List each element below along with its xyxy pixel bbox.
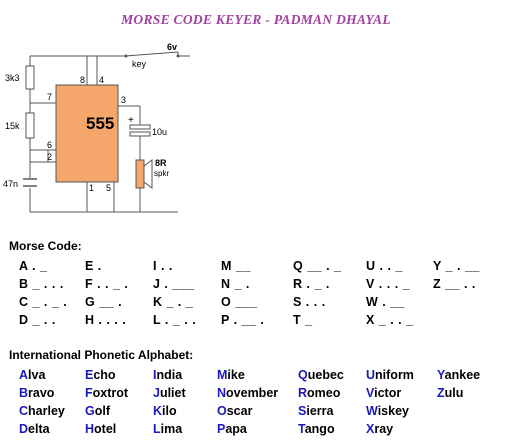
phonetic-word-papa: Papa <box>217 422 247 436</box>
morse-code-b: B _ . . . <box>19 277 64 291</box>
phonetic-word-bravo: Bravo <box>19 386 55 400</box>
morse-code-d: D _ . . <box>19 313 56 327</box>
pin-1-label: 1 <box>89 183 94 193</box>
morse-code-a: A . _ <box>19 259 48 273</box>
phonetic-word-sierra: Sierra <box>298 404 334 418</box>
key-contact <box>125 51 179 57</box>
key-terminal-a <box>124 54 128 58</box>
capacitor-10u-plate-a <box>129 124 151 130</box>
morse-code-t: T _ <box>293 313 313 327</box>
phonetic-word-romeo: Romeo <box>298 386 341 400</box>
phonetic-word-mike: Mike <box>217 368 245 382</box>
speaker-label: 8R <box>155 158 167 168</box>
pin-7-label: 7 <box>47 92 52 102</box>
phonetic-word-juliet: Juliet <box>153 386 186 400</box>
morse-code-j: J . ___ <box>153 277 195 291</box>
speaker-sub-label: spkr <box>154 169 169 178</box>
circuit-diagram: 555 8 4 7 3 6 2 1 5 3k3 15k 47n 10u + 8R… <box>3 42 190 213</box>
morse-code-k: K _ . _ <box>153 295 194 309</box>
supply-label: 6v <box>167 42 177 52</box>
c2-label: 10u <box>152 127 167 137</box>
speaker-cone <box>143 159 153 189</box>
phonetic-word-hotel: Hotel <box>85 422 117 436</box>
morse-code-v: V . . . _ <box>366 277 411 291</box>
morse-code-u: U . . _ <box>366 259 403 273</box>
morse-heading: Morse Code: <box>9 239 82 253</box>
phonetic-word-tango: Tango <box>298 422 335 436</box>
pin-6-label: 6 <box>47 140 52 150</box>
pin-2-label: 2 <box>47 152 52 162</box>
morse-code-z: Z __ . . <box>433 277 476 291</box>
phonetic-word-charley: Charley <box>19 404 65 418</box>
phonetic-word-alva: Alva <box>19 368 46 382</box>
resistor-3k3 <box>25 65 35 90</box>
key-terminal-b <box>176 54 180 58</box>
phonetic-word-golf: Golf <box>85 404 111 418</box>
morse-code-x: X _ . . _ <box>366 313 414 327</box>
c1-label: 47n <box>3 179 18 189</box>
speaker-body <box>135 159 145 189</box>
morse-code-y: Y _ . __ <box>433 259 480 273</box>
resistor-15k <box>25 112 35 139</box>
phonetic-word-victor: Victor <box>366 386 402 400</box>
page-title: MORSE CODE KEYER - PADMAN DHAYAL <box>121 12 391 27</box>
c2-plus-label: + <box>128 115 134 126</box>
phonetic-word-zulu: Zulu <box>437 386 464 400</box>
morse-code-m: M __ <box>221 259 251 273</box>
phonetic-word-quebec: Quebec <box>298 368 344 382</box>
morse-code-c: C _ . _ . <box>19 295 68 309</box>
pin-8-label: 8 <box>80 75 85 85</box>
morse-code-w: W . __ <box>366 295 406 309</box>
morse-code-o: O ___ <box>221 295 258 309</box>
phonetic-word-uniform: Uniform <box>366 368 414 382</box>
key-label: key <box>132 59 147 69</box>
morse-code-l: L . _ . . <box>153 313 197 327</box>
phonetic-heading: International Phonetic Alphabet: <box>9 348 194 362</box>
pin-5-label: 5 <box>106 183 111 193</box>
ic-555-body <box>55 84 119 183</box>
phonetic-word-xray: Xray <box>366 422 394 436</box>
phonetic-word-foxtrot: Foxtrot <box>85 386 129 400</box>
morse-code-q: Q __ . _ <box>293 259 342 273</box>
phonetic-word-wiskey: Wiskey <box>366 404 409 418</box>
phonetic-word-delta: Delta <box>19 422 50 436</box>
ic-label: 555 <box>86 114 114 133</box>
morse-code-h: H . . . . <box>85 313 127 327</box>
pin-3-label: 3 <box>121 95 126 105</box>
phonetic-word-lima: Lima <box>153 422 183 436</box>
morse-code-p: P . __ . <box>221 313 265 327</box>
morse-code-s: S . . . <box>293 295 326 309</box>
morse-code-g: G __ . <box>85 295 123 309</box>
phonetic-word-kilo: Kilo <box>153 404 177 418</box>
phonetic-word-oscar: Oscar <box>217 404 253 418</box>
morse-code-n: N _ . <box>221 277 250 291</box>
pin-4-label: 4 <box>99 75 104 85</box>
morse-code-e: E . <box>85 259 102 273</box>
r2-label: 15k <box>5 121 20 131</box>
morse-code-i: I . . <box>153 259 173 273</box>
phonetic-word-yankee: Yankee <box>437 368 481 382</box>
phonetic-word-india: India <box>153 368 183 382</box>
phonetic-word-echo: Echo <box>85 368 116 382</box>
morse-code-f: F . . _ . <box>85 277 129 291</box>
morse-code-r: R . _ . <box>293 277 330 291</box>
r1-label: 3k3 <box>5 73 20 83</box>
phonetic-word-november: November <box>217 386 279 400</box>
capacitor-10u-plate-b <box>129 131 151 137</box>
